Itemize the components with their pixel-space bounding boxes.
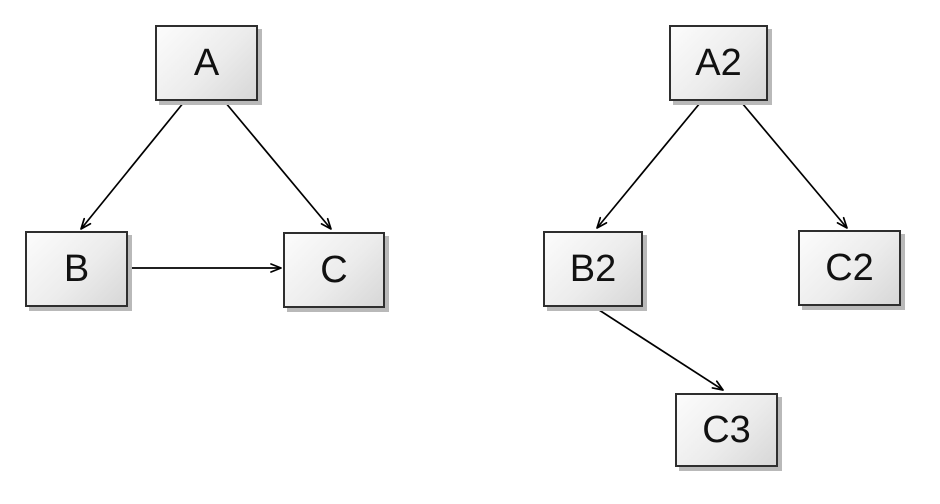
node-A2[interactable]: A2 bbox=[669, 25, 768, 101]
node-B2[interactable]: B2 bbox=[543, 231, 643, 307]
node-C-label: C bbox=[320, 249, 348, 291]
node-B[interactable]: B bbox=[25, 231, 128, 307]
node-C2[interactable]: C2 bbox=[798, 230, 901, 306]
edge-arrow-A2-to-B2 bbox=[596, 102, 701, 229]
node-A-label: A bbox=[193, 42, 220, 84]
node-C[interactable]: C bbox=[283, 232, 385, 308]
edge-arrow-A-to-C bbox=[224, 101, 332, 230]
node-C2-label: C2 bbox=[825, 247, 874, 289]
edge-arrow-A-to-B bbox=[80, 101, 185, 230]
node-A[interactable]: A bbox=[155, 25, 258, 101]
node-C3-label: C3 bbox=[702, 409, 751, 451]
edge-arrow-A2-to-C2 bbox=[741, 102, 848, 229]
node-B-label: B bbox=[63, 248, 90, 290]
node-C3[interactable]: C3 bbox=[675, 393, 778, 467]
edge-arrow-B2-to-C3 bbox=[595, 307, 724, 391]
node-A2-label: A2 bbox=[695, 42, 742, 84]
node-B2-label: B2 bbox=[569, 248, 617, 290]
